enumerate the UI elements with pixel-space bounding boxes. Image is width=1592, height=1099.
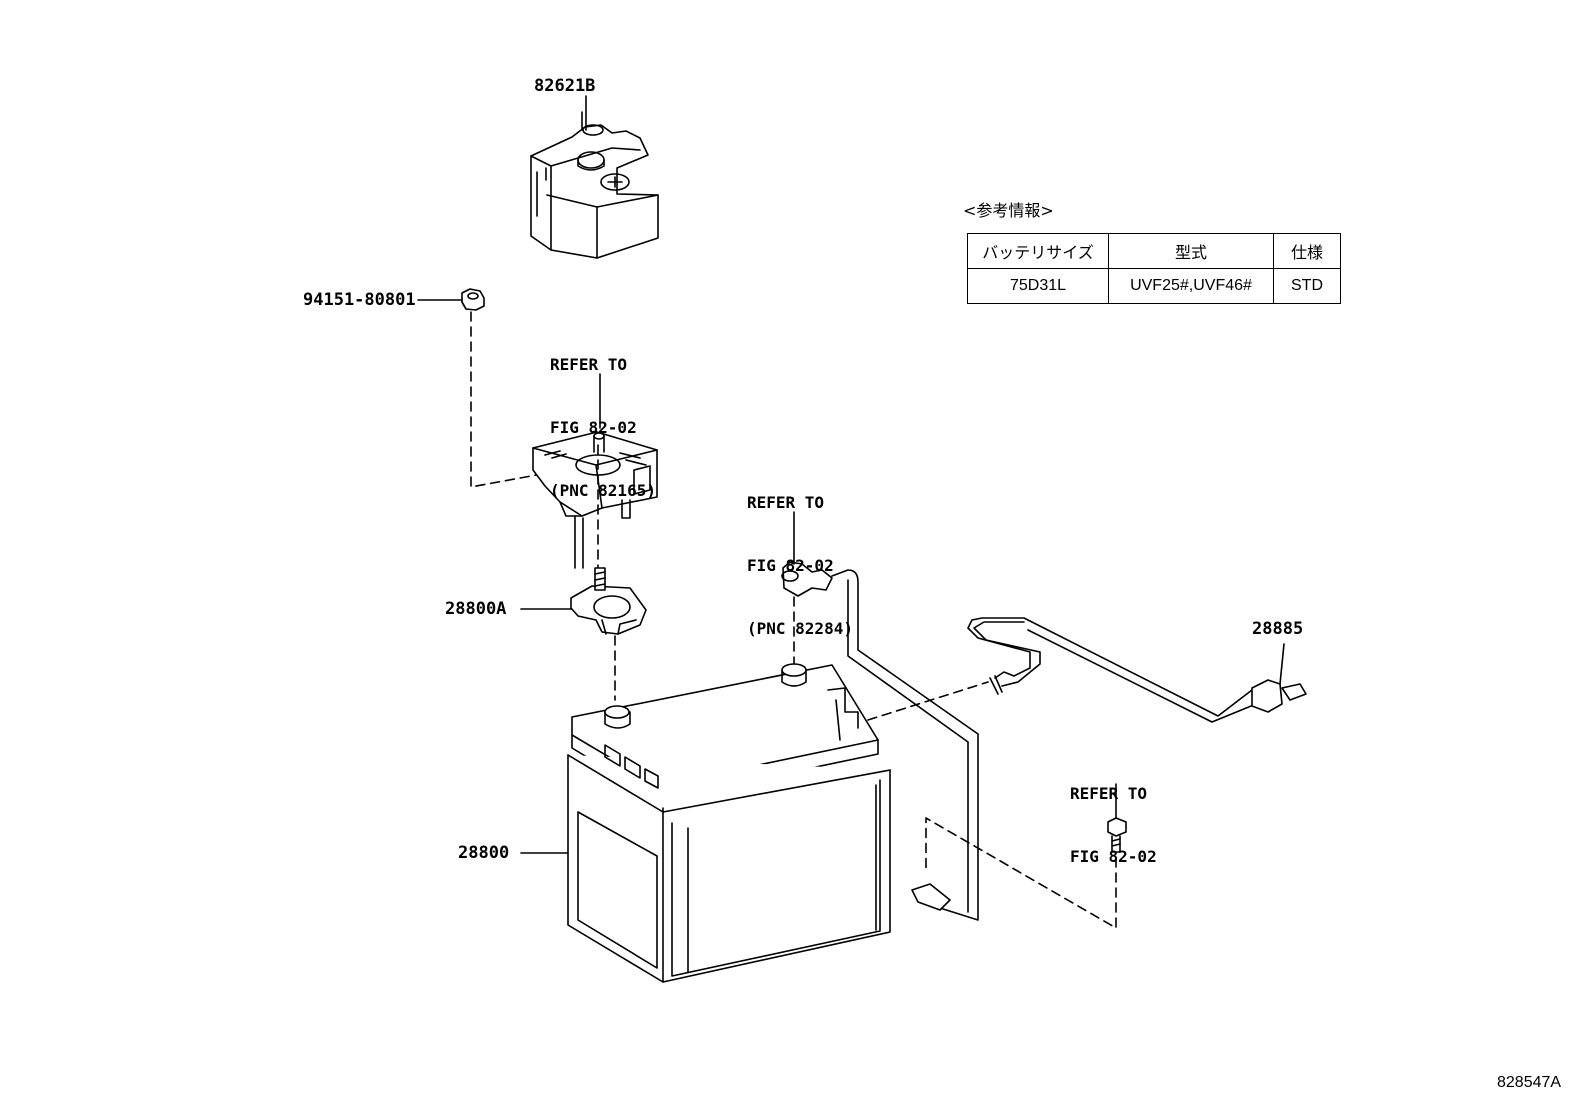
ref-line: FIG 82-02: [747, 556, 834, 575]
reference-info-table: バッテリサイズ 型式 仕様 75D31L UVF25#,UVF46# STD: [967, 233, 1341, 304]
ref-line: REFER TO: [550, 355, 628, 374]
cell-battery-size: 75D31L: [967, 268, 1109, 304]
figure-number: 828547A: [1497, 1074, 1562, 1091]
terminal-clamp-drawing: [570, 567, 647, 635]
battery-cover-drawing: [530, 111, 659, 259]
header-battery-size: バッテリサイズ: [967, 233, 1109, 269]
label-nut: 94151-80801: [303, 290, 416, 310]
label-battery-cover: 82621B: [534, 76, 596, 96]
ref-line: (PNC 82284): [747, 619, 853, 638]
fusible-link-drawing: [532, 431, 658, 569]
bolt-drawing: [1107, 817, 1127, 853]
ref-line: FIG 82-02: [550, 418, 637, 437]
label-vent-hose: 28885: [1252, 619, 1304, 639]
table-row: 75D31L UVF25#,UVF46# STD: [967, 268, 1341, 304]
battery-drawing: [567, 663, 891, 983]
cell-spec: STD: [1273, 268, 1341, 304]
leader-28885: [1279, 643, 1285, 685]
label-battery: 28800: [458, 843, 510, 863]
cable-drawing: [781, 561, 979, 921]
ref-line: REFER TO: [747, 493, 825, 512]
vent-hose-drawing: [967, 617, 1307, 723]
header-spec: 仕様: [1273, 233, 1341, 269]
ref-line: (PNC 82165): [550, 481, 656, 500]
cell-model: UVF25#,UVF46#: [1108, 268, 1274, 304]
reference-info-heading: <参考情報>: [963, 201, 1054, 220]
header-model: 型式: [1108, 233, 1274, 269]
ref-note-bolt: REFER TO FIG 82-02: [1070, 741, 1157, 888]
ref-note-fusible-link: REFER TO FIG 82-02 (PNC 82165): [550, 312, 656, 522]
table-header-row: バッテリサイズ 型式 仕様: [967, 233, 1341, 269]
dashed-hose-to-battery: [867, 681, 989, 721]
ref-note-cable: REFER TO FIG 82-02 (PNC 82284): [747, 450, 853, 660]
ref-line: FIG 82-02: [1070, 847, 1157, 866]
dashed-bolt-to-terminal: [925, 817, 1117, 929]
label-terminal-clamp: 28800A: [445, 599, 507, 619]
nut-drawing: [461, 288, 485, 311]
ref-line: REFER TO: [1070, 784, 1148, 803]
